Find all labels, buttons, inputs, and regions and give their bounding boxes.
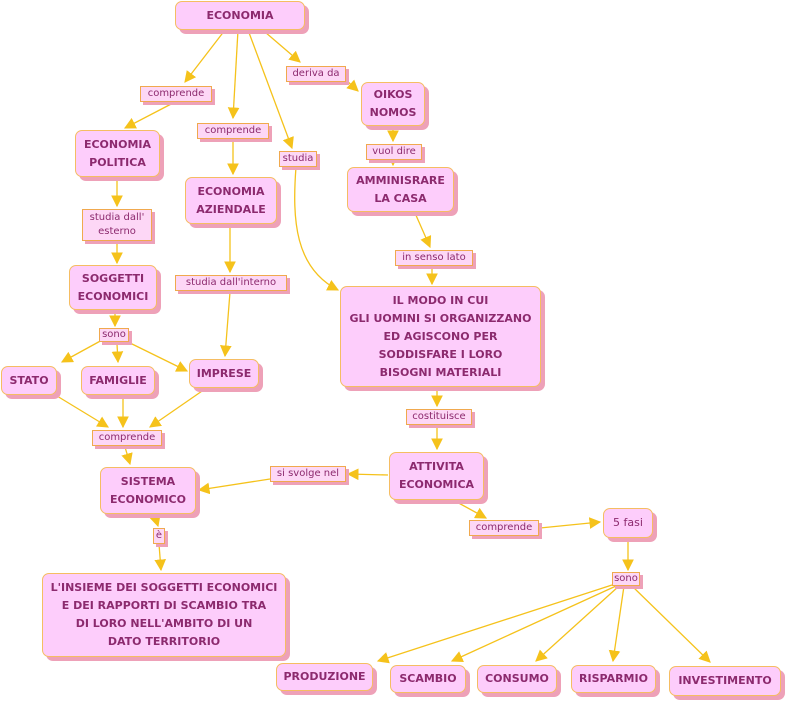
node-produzione[interactable]: PRODUZIONE bbox=[276, 663, 373, 691]
node-risparmio[interactable]: RISPARMIO bbox=[571, 665, 656, 693]
link-e[interactable]: è bbox=[153, 528, 165, 544]
node-5-fasi[interactable]: 5 fasi bbox=[603, 508, 653, 538]
link-vuol-dire[interactable]: vuol dire bbox=[366, 144, 422, 160]
node-soggetti-economici[interactable]: SOGGETTI ECONOMICI bbox=[69, 265, 157, 310]
link-si-svolge-nel[interactable]: si svolge nel bbox=[270, 466, 346, 482]
link-comprende-2[interactable]: comprende bbox=[197, 123, 269, 139]
link-in-senso-lato[interactable]: in senso lato bbox=[395, 250, 473, 266]
link-comprende-3[interactable]: comprende bbox=[92, 430, 162, 446]
link-studia-dall-esterno[interactable]: studia dall' esterno bbox=[82, 209, 152, 241]
link-sono-2[interactable]: sono bbox=[612, 572, 640, 586]
node-economia-aziendale[interactable]: ECONOMIA AZIENDALE bbox=[185, 177, 277, 224]
node-economia[interactable]: ECONOMIA bbox=[175, 1, 305, 30]
link-sono-1[interactable]: sono bbox=[99, 328, 129, 342]
node-attivita-economica[interactable]: ATTIVITA ECONOMICA bbox=[389, 452, 484, 500]
node-amministrare-la-casa[interactable]: AMMINISRARE LA CASA bbox=[347, 167, 454, 212]
node-insieme-soggetti[interactable]: L'INSIEME DEI SOGGETTI ECONOMICI E DEI R… bbox=[42, 573, 286, 657]
node-consumo[interactable]: CONSUMO bbox=[477, 665, 557, 693]
link-studia-dall-interno[interactable]: studia dall'interno bbox=[175, 275, 287, 291]
link-costituisce[interactable]: costituisce bbox=[406, 409, 472, 425]
node-il-modo-in-cui[interactable]: IL MODO IN CUI GLI UOMINI SI ORGANIZZANO… bbox=[340, 286, 541, 387]
node-sistema-economico[interactable]: SISTEMA ECONOMICO bbox=[100, 467, 196, 514]
link-studia[interactable]: studia bbox=[279, 151, 317, 167]
node-famiglie[interactable]: FAMIGLIE bbox=[81, 366, 155, 395]
node-investimento[interactable]: INVESTIMENTO bbox=[669, 666, 781, 696]
node-economia-politica[interactable]: ECONOMIA POLITICA bbox=[75, 130, 160, 177]
node-stato[interactable]: STATO bbox=[1, 366, 57, 395]
node-scambio[interactable]: SCAMBIO bbox=[390, 665, 466, 693]
node-oikos-nomos[interactable]: OIKOS NOMOS bbox=[361, 82, 425, 126]
link-comprende-1[interactable]: comprende bbox=[140, 86, 212, 102]
link-comprende-4[interactable]: comprende bbox=[469, 520, 539, 536]
node-imprese[interactable]: IMPRESE bbox=[189, 359, 259, 388]
link-deriva-da[interactable]: deriva da bbox=[286, 66, 346, 82]
